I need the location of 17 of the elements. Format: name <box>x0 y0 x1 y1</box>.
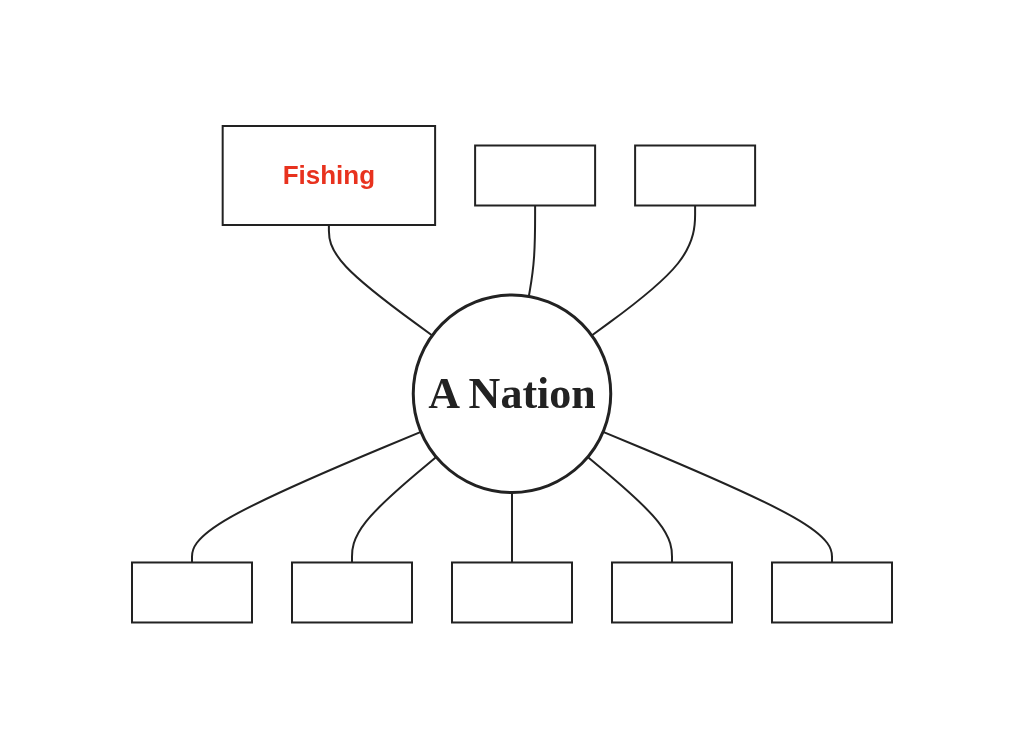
node-box <box>451 561 573 624</box>
connector <box>327 223 434 337</box>
connector <box>191 430 422 564</box>
node-box <box>634 144 757 207</box>
node-box <box>291 561 413 624</box>
node-box <box>131 561 253 624</box>
connector <box>527 204 537 298</box>
node-circle: A Nation <box>411 293 613 494</box>
node-box: Fishing <box>221 124 437 226</box>
connector <box>511 491 513 564</box>
node-box <box>611 561 733 624</box>
connector <box>602 430 833 564</box>
connector <box>586 455 673 564</box>
node-box <box>771 561 893 624</box>
node-box <box>474 144 597 207</box>
connector <box>590 204 697 337</box>
connector <box>351 455 438 564</box>
